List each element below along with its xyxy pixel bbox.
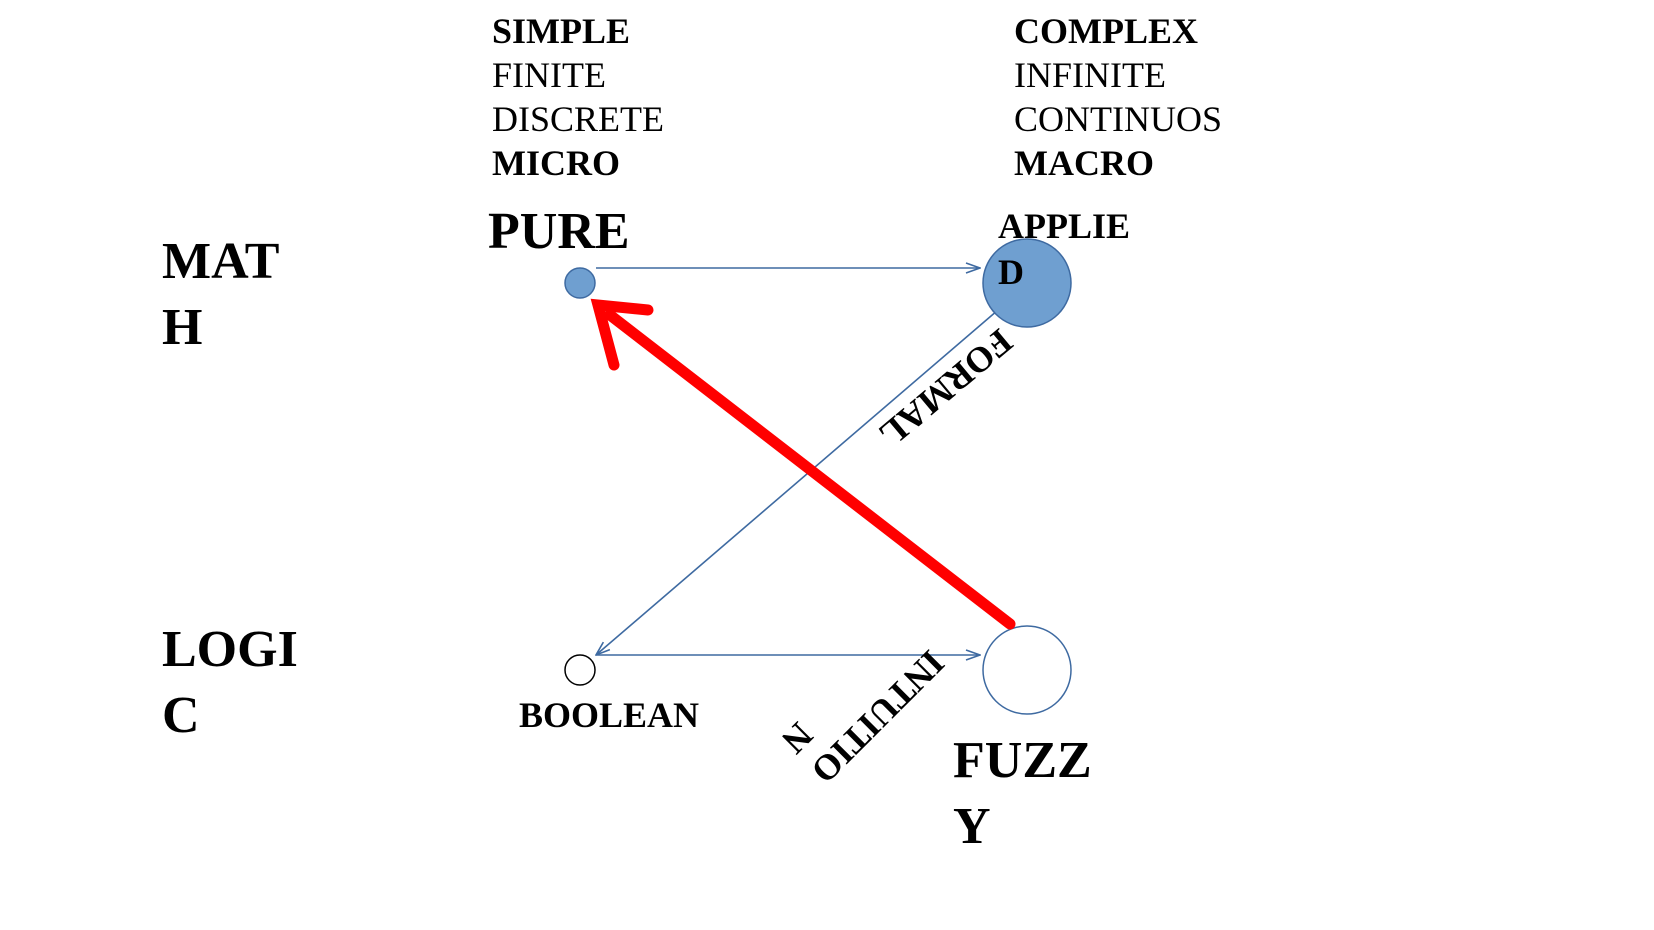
node-label-pure: PURE	[488, 203, 630, 260]
node-boolean	[564, 654, 596, 686]
row-label-logic-line2: C	[162, 687, 200, 744]
node-applied	[982, 238, 1072, 328]
node-pure	[564, 267, 596, 299]
row-label-logic: LOGI C	[162, 617, 298, 749]
node-label-fuzzy-line2: Y	[953, 798, 991, 855]
attr-discrete: DISCRETE	[492, 99, 665, 139]
node-label-fuzzy: FUZZ Y	[953, 728, 1092, 860]
node-label-applied: APPLIE D	[998, 203, 1130, 295]
attr-complex: COMPLEX	[1014, 11, 1198, 51]
node-label-applied-line2: D	[998, 252, 1024, 292]
attr-micro: MICRO	[492, 143, 620, 183]
node-label-fuzzy-line1: FUZZ	[953, 732, 1092, 789]
highlight-arrow-fuzzy-to-pure	[604, 309, 1016, 630]
right-column-attributes: COMPLEX INFINITE CONTINUOS MACRO	[1014, 9, 1222, 185]
attr-macro: MACRO	[1014, 143, 1154, 183]
node-label-boolean: BOOLEAN	[519, 695, 700, 735]
node-fuzzy	[982, 625, 1072, 715]
node-label-applied-line1: APPLIE	[998, 206, 1131, 246]
row-label-math-line1: MAT	[162, 233, 280, 290]
attr-finite: FINITE	[492, 55, 606, 95]
attr-simple: SIMPLE	[492, 11, 631, 51]
left-column-attributes: SIMPLE FINITE DISCRETE MICRO	[492, 9, 664, 185]
row-label-logic-line1: LOGI	[162, 621, 298, 678]
highlight-arrowhead	[590, 298, 654, 371]
attr-continuos: CONTINUOS	[1014, 99, 1223, 139]
row-label-math-line2: H	[162, 299, 203, 356]
edge-applied-to-boolean	[596, 297, 1013, 655]
row-label-math: MAT H	[162, 229, 279, 361]
attr-infinite: INFINITE	[1014, 55, 1166, 95]
